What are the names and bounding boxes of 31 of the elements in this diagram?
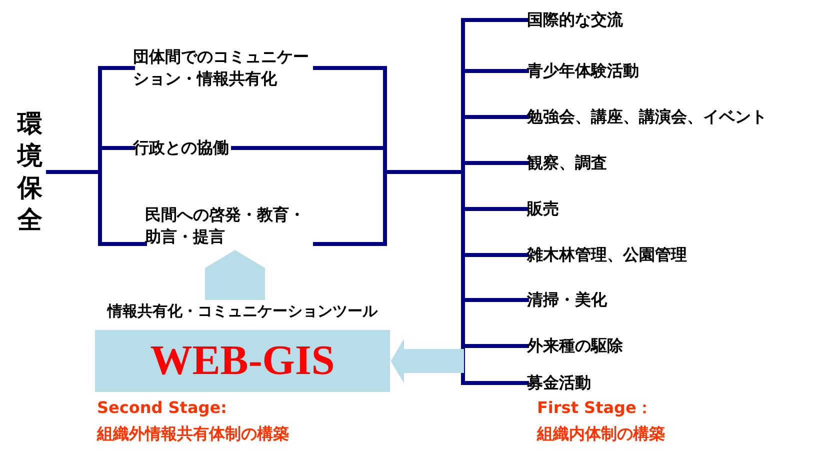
bracket-line	[98, 242, 147, 246]
bracket-line	[461, 18, 529, 22]
bracket-line	[383, 170, 387, 246]
activity-label: 観察、調査	[527, 152, 607, 174]
activity-label: 販売	[527, 198, 559, 220]
bracket-line	[461, 115, 529, 119]
stage-note: 組織内体制の構築	[537, 424, 665, 445]
tool-caption: 情報共有化・コミュニケーションツール	[106, 301, 379, 322]
activity-label: 外来種の駆除	[527, 335, 623, 357]
role-label: 民間への啓発・教育・助言・提言	[145, 204, 315, 250]
activity-label: 勉強会、講座、講演会、イベント	[527, 106, 767, 128]
block-arrow	[390, 338, 464, 384]
bracket-line	[461, 69, 529, 73]
activity-label: 清掃・美化	[527, 289, 607, 311]
bracket-line	[461, 381, 529, 385]
stage-note: 組織外情報共有体制の構築	[97, 424, 289, 445]
activity-label: 雑木林管理、公園管理	[527, 244, 687, 266]
role-label: 行政との協働	[133, 137, 233, 159]
bracket-line	[231, 146, 387, 150]
activity-label: 募金活動	[527, 372, 591, 394]
root-label: 環境保全	[12, 108, 48, 236]
bracket-line	[461, 161, 529, 165]
role-label: 団体間でのコミュニケーション・情報共有化	[133, 46, 315, 92]
activity-label: 国際的な交流	[527, 9, 623, 31]
stage-note: Second Stage:	[97, 398, 227, 417]
block-arrow	[205, 250, 265, 300]
stage-note: First Stage：	[537, 398, 652, 419]
tool-panel: WEB-GIS	[95, 330, 390, 392]
bracket-line	[98, 66, 135, 70]
activity-label: 青少年体験活動	[527, 60, 639, 82]
bracket-line	[98, 146, 135, 150]
